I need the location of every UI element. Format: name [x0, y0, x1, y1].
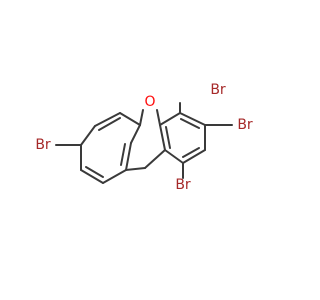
- bond: [179, 112, 206, 126]
- bond: [139, 109, 144, 126]
- bromine-atom-label: Br: [237, 117, 253, 133]
- bond: [182, 149, 206, 164]
- molecule-structure: O Br Br Br Br: [35, 82, 253, 193]
- substituent-bonds: [55, 102, 233, 179]
- bond: [144, 149, 166, 169]
- bond: [80, 125, 96, 146]
- bond: [156, 109, 161, 126]
- bond: [125, 142, 132, 171]
- bond: [125, 167, 146, 171]
- structure-diagram: O Br Br Br Br: [35, 82, 253, 193]
- bond: [98, 117, 121, 131]
- bond: [102, 169, 127, 184]
- bond: [180, 118, 200, 129]
- bond: [130, 124, 141, 144]
- bond: [119, 112, 141, 126]
- bond: [80, 169, 104, 184]
- bromine-atom-label: Br: [210, 82, 226, 98]
- bromine-atom-label: Br: [175, 177, 191, 193]
- oxygen-atom-label: O: [144, 94, 155, 110]
- bond: [164, 149, 184, 164]
- bromine-atom-label: Br: [35, 137, 51, 153]
- bond: [85, 166, 104, 178]
- bond: [94, 112, 121, 127]
- furan-ring: [125, 109, 166, 171]
- bond: [159, 112, 181, 126]
- bond: [182, 147, 200, 158]
- right-benzene-ring: [159, 112, 206, 164]
- left-benzene-ring: [80, 112, 141, 184]
- bond: [120, 143, 126, 166]
- bond: [159, 124, 166, 151]
- bond: [165, 126, 171, 149]
